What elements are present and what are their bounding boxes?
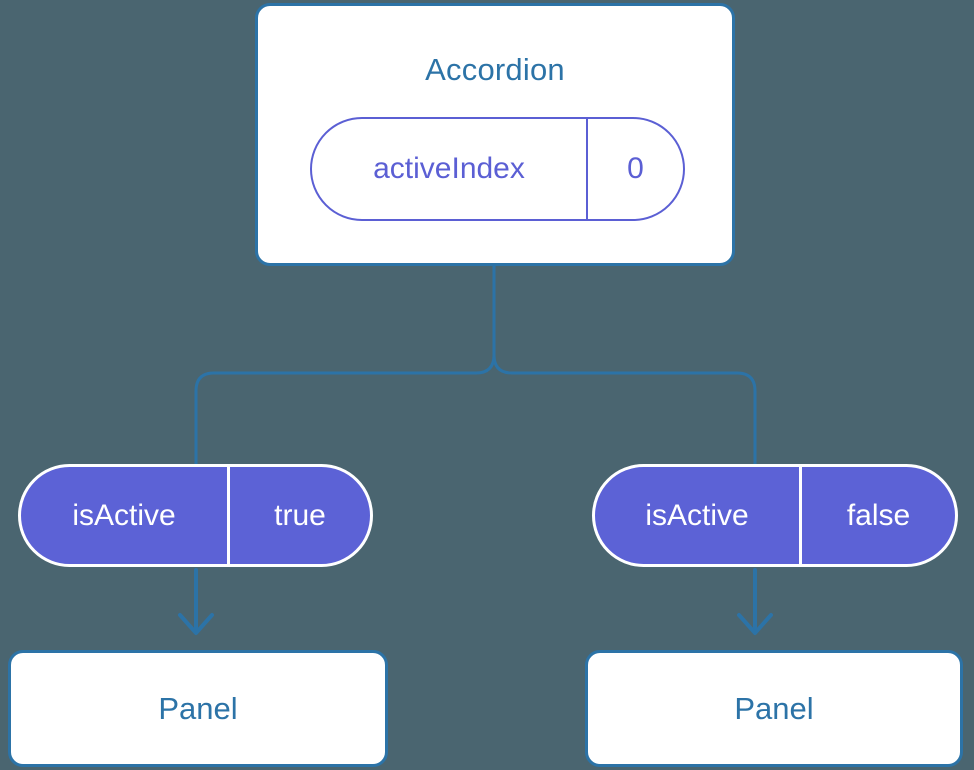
state-pill-key: activeIndex xyxy=(312,119,588,219)
state-pill-active-index[interactable]: activeIndex 0 xyxy=(310,117,685,221)
prop-pill-value: false xyxy=(846,498,911,532)
prop-pill-key: isActive xyxy=(21,467,230,564)
prop-pill-key: isActive xyxy=(595,467,802,564)
connector-root-to-branch-right xyxy=(492,264,757,467)
connector-root-to-branches xyxy=(194,264,496,467)
node-accordion-title: Accordion xyxy=(425,52,565,87)
arrow-right-down-icon xyxy=(737,568,773,635)
prop-pill-is-active-true[interactable]: isActive true xyxy=(18,464,373,567)
node-panel-right-title: Panel xyxy=(734,691,814,726)
arrow-left-down-icon xyxy=(178,568,214,635)
node-panel-left-title: Panel xyxy=(158,691,238,726)
prop-pill-is-active-false[interactable]: isActive false xyxy=(592,464,958,567)
node-panel-left[interactable]: Panel xyxy=(8,650,388,767)
node-accordion[interactable]: Accordion activeIndex 0 xyxy=(255,3,735,266)
state-pill-value: 0 xyxy=(627,152,644,185)
node-panel-right[interactable]: Panel xyxy=(585,650,963,767)
prop-pill-value: true xyxy=(274,498,326,532)
